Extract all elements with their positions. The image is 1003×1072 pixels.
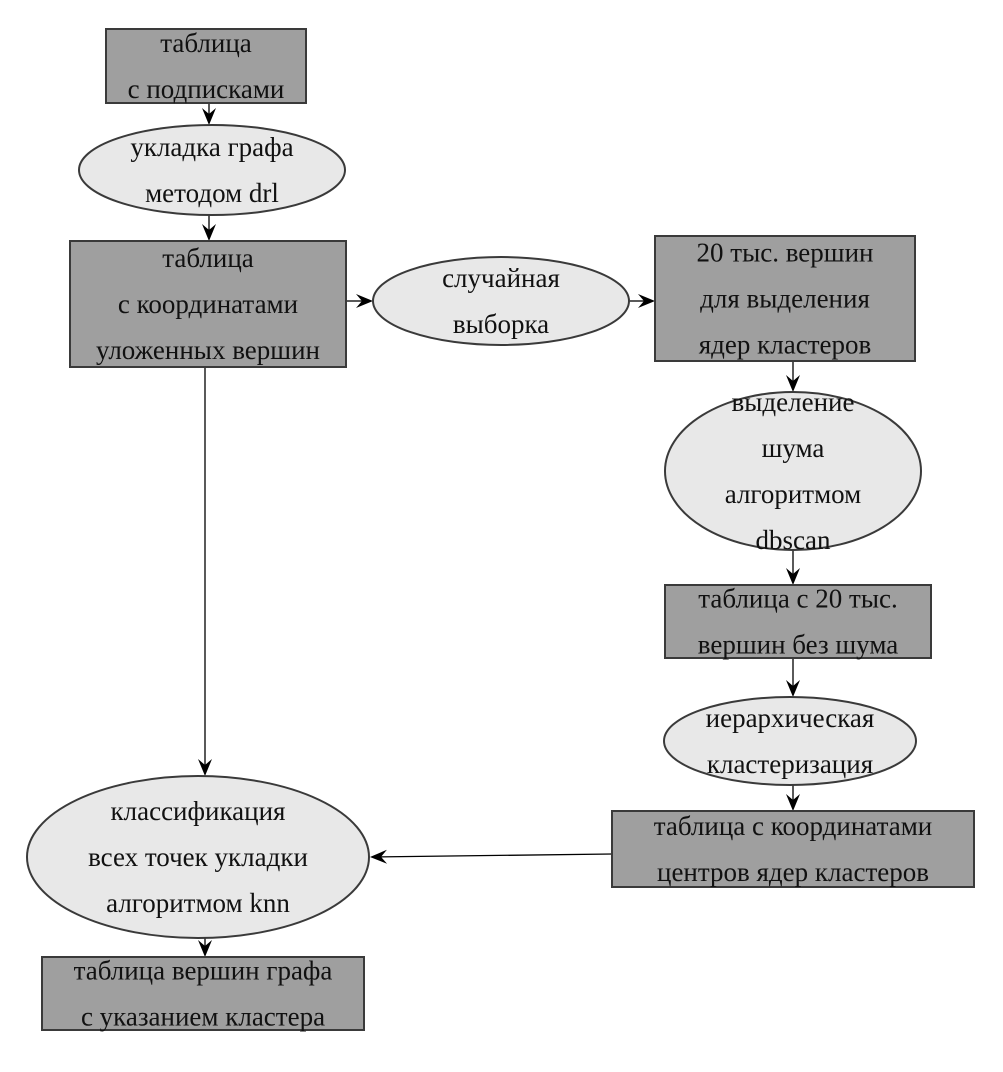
arrowhead-icon — [786, 794, 800, 811]
node-label: таблица с 20 тыс. — [698, 584, 897, 614]
edge-knn_classify-to-result_table — [198, 938, 212, 957]
node-label: всех точек укладки — [88, 842, 308, 872]
arrowhead-icon — [202, 108, 216, 125]
node-label: вершин без шума — [698, 630, 898, 660]
ellipse-shape — [663, 696, 917, 786]
node-label: центров ядер кластеров — [657, 857, 929, 887]
node-label: выборка — [453, 309, 549, 339]
node-label: с указанием кластера — [81, 1002, 325, 1032]
node-label: иерархическая — [706, 703, 875, 733]
edge-sample_20k-to-dbscan_noise — [786, 361, 800, 392]
arrowhead-icon — [198, 940, 212, 957]
edge-subscriptions_table-to-drl_layout — [202, 103, 216, 125]
box-shape — [41, 956, 365, 1031]
node-sample-20k: 20 тыс. вершин для выделения ядер кластеро… — [654, 235, 916, 362]
node-table-20k-clean: таблица с 20 тыс. вершин без шума — [664, 584, 932, 660]
arrowhead-icon — [370, 849, 388, 864]
node-label: шума — [762, 433, 825, 463]
node-label: выделение — [732, 387, 855, 417]
box-shape — [69, 240, 347, 368]
ellipse-shape — [26, 775, 370, 939]
node-label: таблица — [162, 243, 254, 273]
edge-random_sample-to-sample_20k — [629, 294, 655, 308]
ellipse-shape — [78, 124, 346, 216]
edges — [198, 103, 800, 957]
node-random-sample: случайная выборка — [372, 256, 630, 346]
edge-drl_layout-to-coords_table — [202, 215, 216, 241]
node-label: кластеризация — [707, 749, 873, 779]
node-label: укладка графа — [130, 132, 293, 162]
edge-coords_table-to-random_sample — [346, 294, 373, 308]
node-label: классификация — [111, 796, 286, 826]
box-shape — [654, 235, 916, 362]
node-coords-table: таблица с координатами уложенных вершин — [69, 240, 347, 368]
arrowhead-icon — [786, 680, 800, 697]
ellipse-shape — [664, 391, 922, 551]
arrowhead-icon — [786, 568, 800, 585]
node-label: с координатами — [118, 289, 298, 319]
node-label: ядер кластеров — [699, 330, 871, 360]
box-shape — [105, 28, 307, 104]
node-subscriptions-table: таблица с подписками — [105, 28, 307, 104]
node-label: алгоритмом — [725, 479, 862, 509]
edge-dbscan_noise-to-table_20k_clean — [786, 550, 800, 585]
arrowhead-icon — [356, 294, 373, 308]
node-label: уложенных вершин — [96, 335, 320, 365]
node-label: 20 тыс. вершин — [697, 238, 874, 268]
node-label: таблица — [160, 28, 252, 58]
edge-table_20k_clean-to-hierarchical — [786, 658, 800, 697]
arrowhead-icon — [786, 375, 800, 392]
node-label: dbscan — [756, 525, 831, 555]
node-label: таблица вершин графа — [74, 956, 333, 986]
node-dbscan-noise: выделение шума алгоритмом dbscan — [664, 387, 922, 555]
edge-line — [380, 853, 613, 858]
arrowhead-icon — [198, 759, 212, 776]
node-centers-table: таблица с координатами центров ядер класт… — [611, 810, 975, 888]
node-hierarchical: иерархическая кластеризация — [663, 696, 917, 786]
arrowhead-icon — [202, 224, 216, 241]
node-label: для выделения — [700, 284, 870, 314]
ellipse-shape — [372, 256, 630, 346]
box-shape — [664, 584, 932, 659]
arrowhead-icon — [638, 294, 655, 308]
edge-hierarchical-to-centers_table — [786, 785, 800, 811]
node-label: таблица с координатами — [654, 811, 932, 841]
node-drl-layout: укладка графа методом drl — [78, 124, 346, 216]
box-shape — [611, 810, 975, 888]
nodes: таблица с подписками укладка графа методом … — [26, 28, 975, 1032]
node-label: методом drl — [145, 178, 279, 208]
node-knn-classify: классификация всех точек укладки алгоритмо… — [26, 775, 370, 939]
node-label: алгоритмом knn — [106, 888, 290, 918]
node-label: с подписками — [128, 74, 285, 104]
node-result-table: таблица вершин графа с указанием кластера — [41, 956, 365, 1032]
edge-centers_table-to-knn_classify — [370, 849, 613, 864]
node-label: случайная — [442, 263, 560, 293]
edge-coords_table-to-knn_classify — [198, 367, 212, 776]
